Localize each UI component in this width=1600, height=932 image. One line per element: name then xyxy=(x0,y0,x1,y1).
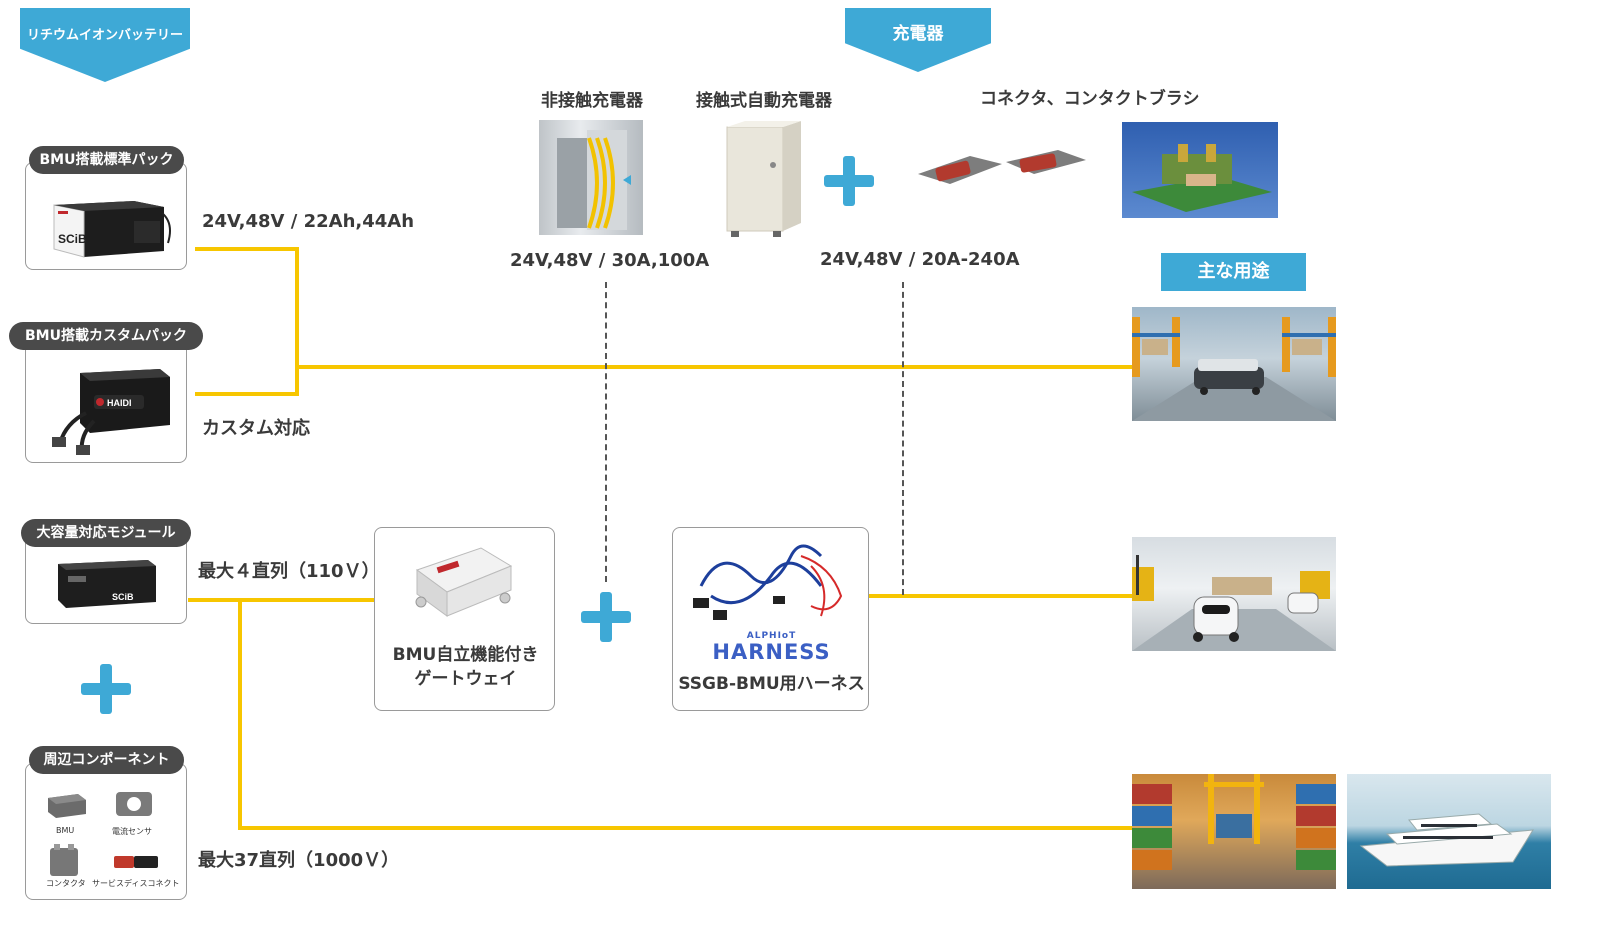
peripherals-card: BMU 電流センサ コンタクタ サービスディスコネクト xyxy=(25,763,187,900)
warehouse-agv-photo xyxy=(1132,307,1336,421)
bmu-icon xyxy=(48,794,86,818)
gateway-line1: BMU自立機能付き xyxy=(392,645,539,665)
yacht-photo xyxy=(1347,774,1551,889)
wireless-charger-icon xyxy=(557,130,631,230)
contactor-icon xyxy=(50,844,78,876)
wireless-charger-image xyxy=(539,120,643,235)
gateway-line2: ゲートウェイ xyxy=(414,669,517,689)
port-containers-image xyxy=(1132,774,1336,870)
module-icon: SCiB xyxy=(58,560,156,608)
current-sensor-icon xyxy=(116,792,152,816)
haidi-mark: HAIDI xyxy=(107,398,132,408)
contact-charger-image xyxy=(721,113,808,239)
module-card: SCiB xyxy=(25,535,187,624)
dash-contact xyxy=(902,282,904,595)
custom-pack-card: HAIDI xyxy=(25,338,187,463)
spec-series37: 最大37直列（1000Ｖ） xyxy=(198,850,400,871)
port-containers-photo xyxy=(1132,774,1336,889)
peripheral-disconnect-label: サービスディスコネクト xyxy=(92,879,180,888)
contact-brush-image xyxy=(1122,122,1278,218)
charger-header: 充電器 xyxy=(845,8,991,72)
plus-icon-charger xyxy=(824,156,874,206)
module-label: 大容量対応モジュール xyxy=(21,519,191,547)
line-main-upper xyxy=(295,365,1133,369)
scib-mark: SCiB xyxy=(58,232,87,246)
service-disconnect-icon xyxy=(114,856,158,868)
factory-robot-image xyxy=(1132,555,1336,651)
charger-header-text: 充電器 xyxy=(892,24,944,44)
connectors-image xyxy=(910,140,1086,196)
gateway-device-icon xyxy=(415,547,513,617)
custom-pack-label: BMU搭載カスタムパック xyxy=(9,322,203,350)
haidi-battery-icon: HAIDI xyxy=(52,369,170,455)
line-module-h xyxy=(188,598,375,602)
line-bottom-h xyxy=(238,826,1133,830)
battery-header: リチウムイオンバッテリー xyxy=(20,8,190,82)
wireless-charger-label: 非接触充電器 xyxy=(541,91,643,111)
line-harness-h xyxy=(868,594,1133,598)
line-custom-h xyxy=(195,392,299,396)
standard-pack-card: SCiB xyxy=(25,162,187,270)
gateway-card: BMU自立機能付き ゲートウェイ xyxy=(374,527,555,711)
uses-tag: 主な用途 xyxy=(1161,253,1306,291)
standard-pack-label: BMU搭載標準パック xyxy=(29,146,184,174)
contact-brush-icon xyxy=(1132,144,1272,212)
scib-battery-icon: SCiB xyxy=(53,201,171,258)
spec-contact: 24V,48V / 20A-240A xyxy=(820,249,1020,270)
harness-cable-icon xyxy=(693,544,843,620)
connector-icon xyxy=(918,150,1086,184)
peripheral-sensor-label: 電流センサ xyxy=(112,827,152,836)
spec-standard: 24V,48V / 22Ah,44Ah xyxy=(202,211,415,232)
spec-series4: 最大４直列（110Ｖ） xyxy=(198,561,380,582)
plus-icon-module xyxy=(81,664,131,714)
warehouse-agv-image xyxy=(1132,317,1336,421)
contact-charger-label: 接触式自動充電器 xyxy=(696,91,832,111)
peripherals-label: 周辺コンポーネント xyxy=(29,746,184,774)
peripheral-contactor-label: コンタクタ xyxy=(46,879,86,888)
peripheral-bmu-label: BMU xyxy=(56,826,75,835)
plus-icon-gateway xyxy=(581,592,631,642)
spec-wireless: 24V,48V / 30A,100A xyxy=(510,250,710,271)
harness-brand: HARNESS xyxy=(712,640,831,664)
harness-label: SSGB-BMU用ハーネス xyxy=(678,674,865,694)
dash-wireless xyxy=(605,282,607,582)
line-standard-h xyxy=(195,247,299,251)
battery-header-text: リチウムイオンバッテリー xyxy=(26,28,183,43)
yacht-image xyxy=(1359,813,1534,867)
spec-custom: カスタム対応 xyxy=(202,418,310,439)
harness-card: ALPHIoT HARNESS SSGB-BMU用ハーネス xyxy=(672,527,869,711)
connector-label: コネクタ、コンタクトブラシ xyxy=(980,89,1200,109)
line-vertical-bottom xyxy=(238,598,242,830)
factory-robot-photo xyxy=(1132,537,1336,651)
line-vertical-top xyxy=(295,247,299,395)
module-scib-mark: SCiB xyxy=(112,592,134,602)
contact-charger-icon xyxy=(726,121,801,237)
harness-brand-small: ALPHIoT xyxy=(746,631,797,641)
